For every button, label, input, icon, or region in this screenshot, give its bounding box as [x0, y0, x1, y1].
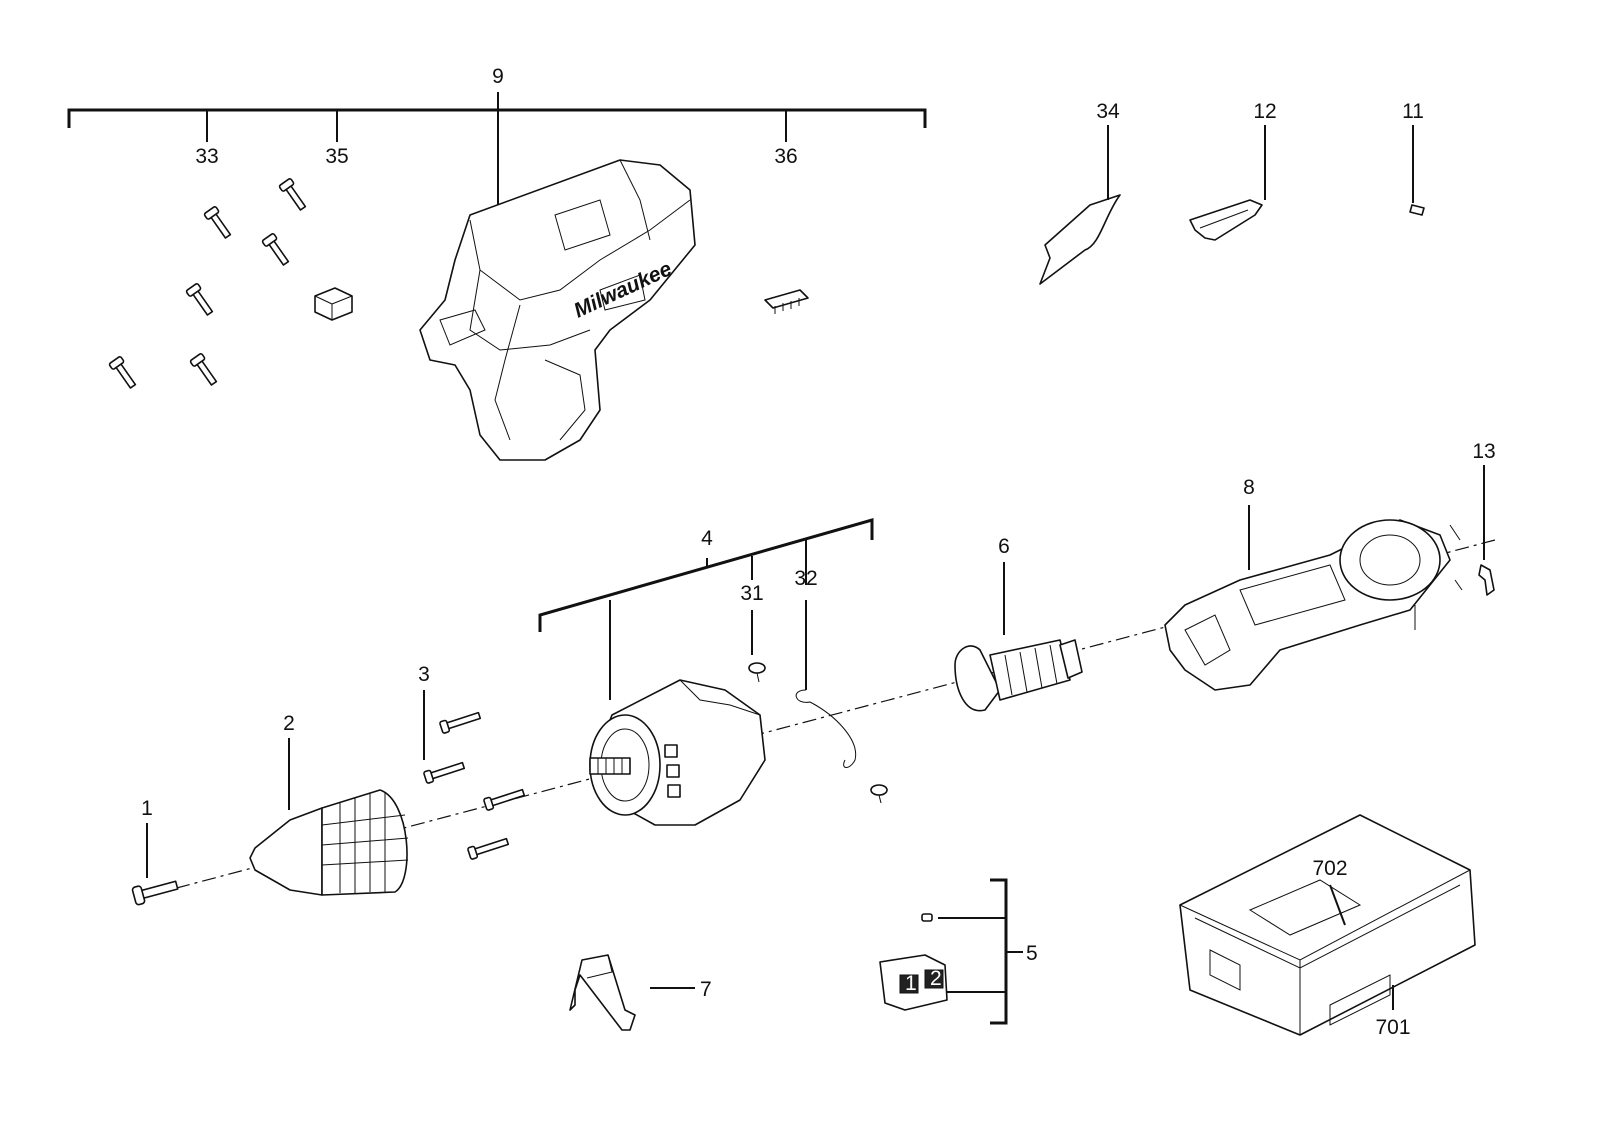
assembly-axis	[149, 539, 1496, 896]
part-11-screw	[1409, 125, 1425, 216]
part-12-belt-clip	[1189, 125, 1266, 241]
callout-8: 8	[1243, 476, 1255, 499]
part-5-selector-slide: 1 2	[879, 954, 948, 1011]
callout-3: 3	[418, 663, 430, 686]
bracket-5	[930, 878, 1023, 1025]
electronics-assembly-part	[1164, 505, 1463, 691]
screw-set-3	[423, 690, 526, 860]
callout-4: 4	[701, 527, 713, 550]
part-1-screw	[131, 823, 179, 906]
callout-9: 9	[492, 65, 504, 88]
part-35-block	[314, 287, 353, 321]
callout-32: 32	[794, 567, 817, 590]
callout-13: 13	[1472, 440, 1495, 463]
callout-35: 35	[325, 145, 348, 168]
callout-33: 33	[195, 145, 218, 168]
part-5-pin	[921, 913, 933, 922]
part-7-switch	[569, 954, 695, 1031]
part-32-spring	[795, 689, 857, 768]
callout-31: 31	[740, 582, 763, 605]
housing-part: Milwaukee	[419, 159, 696, 461]
chuck-part	[249, 738, 409, 896]
callout-2: 2	[283, 712, 295, 735]
callout-701: 701	[1375, 1016, 1410, 1039]
small-screw-part	[870, 784, 888, 804]
selector-mark-2: 2	[930, 967, 942, 990]
selector-mark-1: 1	[905, 972, 917, 995]
callout-34: 34	[1096, 100, 1120, 123]
bracket-4	[538, 518, 874, 700]
callout-6: 6	[998, 535, 1010, 558]
part-34-label	[1039, 125, 1121, 285]
bracket-9	[67, 92, 927, 205]
callout-36: 36	[774, 145, 797, 168]
callout-12: 12	[1253, 100, 1276, 123]
callout-11: 11	[1402, 100, 1424, 123]
part-36-connector	[764, 289, 809, 314]
callout-5: 5	[1026, 942, 1038, 965]
part-31-screw	[748, 662, 766, 683]
part-13-clip	[1478, 465, 1495, 596]
screw-set-33	[108, 178, 307, 389]
rotor-part	[954, 562, 1083, 712]
gearbox-part	[589, 679, 766, 826]
carry-case-part	[1179, 814, 1476, 1036]
callout-7: 7	[700, 978, 712, 1001]
callout-702: 702	[1312, 857, 1347, 880]
callout-1: 1	[141, 797, 153, 820]
